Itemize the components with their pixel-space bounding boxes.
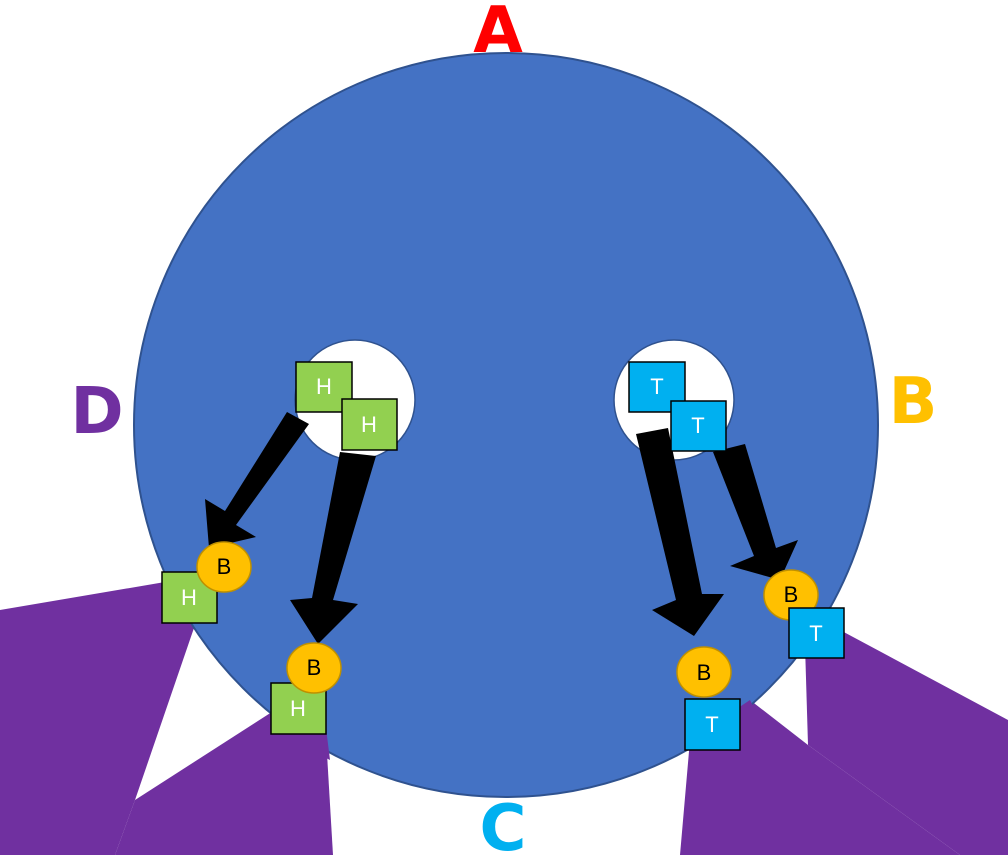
t-box-dest-1: [684, 698, 741, 751]
arrow-right-1: [636, 428, 724, 636]
label-c: C: [480, 792, 527, 855]
pair-right-inner: T B: [676, 646, 741, 751]
arrows: [205, 412, 798, 644]
ball-dest-3-label: B: [697, 660, 712, 685]
label-a: A: [473, 0, 523, 68]
t-box-hole-1-label: T: [650, 374, 663, 399]
ball-dest-2-label: B: [307, 655, 322, 680]
pair-left-inner: H B: [270, 642, 342, 735]
ball-dest-1: [196, 541, 252, 593]
h-box-dest-1-label: H: [181, 585, 197, 610]
right-hole-items: T T: [628, 361, 727, 452]
wedge-left-inner: [115, 710, 333, 855]
ball-dest-1-label: B: [217, 554, 232, 579]
left-hole-items: H H: [295, 361, 398, 451]
t-box-hole-2-label: T: [691, 413, 704, 438]
h-box-dest-2-label: H: [290, 696, 306, 721]
wedges: [0, 582, 1008, 855]
label-d: D: [70, 375, 123, 449]
wedge-left-outer: [0, 582, 195, 855]
t-box-hole-2: [670, 400, 727, 452]
t-box-dest-2-label: T: [809, 621, 822, 646]
ball-dest-2: [286, 642, 342, 694]
wedge-right-outer: [805, 630, 1008, 855]
t-box-dest-1-label: T: [705, 712, 718, 737]
arrow-left-2: [290, 452, 376, 644]
arrow-right-2: [713, 444, 798, 580]
pair-right-outer: B T: [763, 569, 845, 659]
pair-left-outer: H B: [161, 541, 252, 624]
ball-dest-4-label: B: [784, 582, 799, 607]
wedge-right-inner: [680, 700, 960, 855]
ball-dest-3: [676, 646, 732, 698]
t-box-dest-2: [788, 607, 845, 659]
h-box-hole-2-label: H: [361, 412, 377, 437]
arrow-left-1: [205, 412, 309, 548]
h-box-hole-1-label: H: [316, 374, 332, 399]
h-box-hole-2: [341, 398, 398, 451]
main-disc: [133, 52, 879, 798]
label-b: B: [889, 365, 938, 439]
